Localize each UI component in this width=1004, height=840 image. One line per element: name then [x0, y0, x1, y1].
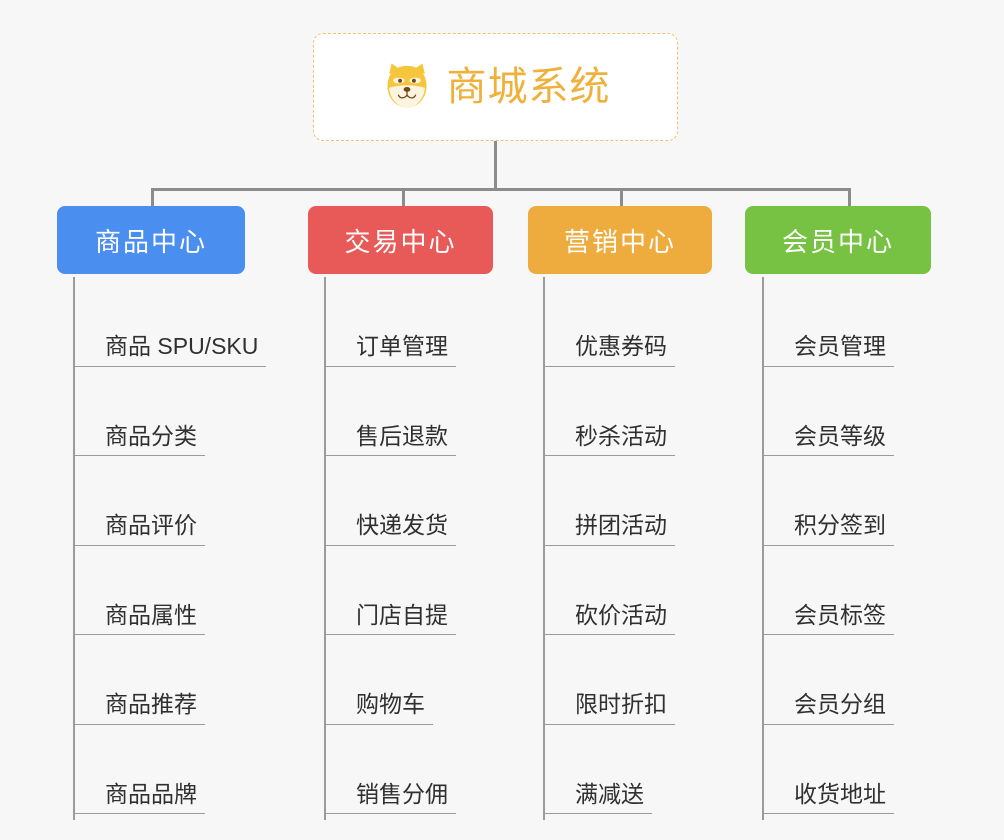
- branch-item-label: 商品属性: [75, 602, 205, 635]
- branch-item[interactable]: 秒杀活动: [545, 367, 675, 456]
- branch-item[interactable]: 门店自提: [326, 546, 456, 635]
- connector-root-stem: [494, 141, 497, 189]
- branch-item-label: 商品分类: [75, 423, 205, 456]
- connector-drop-3: [620, 188, 623, 206]
- branch-item[interactable]: 收货地址: [764, 725, 894, 814]
- branch-item-label: 会员管理: [764, 333, 894, 367]
- branch-header-label: 商品中心: [94, 226, 207, 257]
- branch-item[interactable]: 会员分组: [764, 635, 894, 725]
- branch-item[interactable]: 销售分佣: [326, 725, 456, 814]
- branch-item[interactable]: 商品推荐: [75, 635, 205, 725]
- column-spine: [324, 277, 326, 820]
- branch-item[interactable]: 购物车: [326, 635, 433, 725]
- branch-item[interactable]: 商品属性: [75, 546, 205, 635]
- branch-item[interactable]: 商品分类: [75, 367, 205, 456]
- branch-item-label: 优惠券码: [545, 333, 675, 367]
- branch-item-label: 会员标签: [764, 602, 894, 635]
- branch-item-label: 快递发货: [326, 512, 456, 546]
- branch-item-label: 拼团活动: [545, 512, 675, 546]
- branch-item-label: 会员分组: [764, 691, 894, 725]
- connector-drop-1: [151, 188, 154, 206]
- branch-item-label: 商品品牌: [75, 781, 205, 814]
- connector-horizontal-bus: [151, 188, 851, 191]
- branch-item-label: 商品 SPU/SKU: [75, 333, 267, 367]
- connector-drop-4: [848, 188, 851, 206]
- branch-item[interactable]: 商品 SPU/SKU: [75, 277, 267, 367]
- branch-item-label: 会员等级: [764, 423, 894, 456]
- branch-item-label: 售后退款: [326, 423, 456, 456]
- branch-item-label: 秒杀活动: [545, 423, 675, 456]
- branch-item-label: 限时折扣: [545, 691, 675, 725]
- branch-item[interactable]: 商品品牌: [75, 725, 205, 814]
- branch-item-label: 商品评价: [75, 512, 205, 546]
- column-spine: [762, 277, 764, 820]
- branch-header-3[interactable]: 会员中心: [745, 206, 931, 274]
- shiba-dog-icon: [387, 63, 426, 108]
- branch-item[interactable]: 会员等级: [764, 367, 894, 456]
- branch-header-label: 会员中心: [781, 226, 894, 257]
- branch-item-label: 购物车: [326, 691, 433, 725]
- branch-item[interactable]: 限时折扣: [545, 635, 675, 725]
- branch-item[interactable]: 商品评价: [75, 456, 205, 546]
- root-node[interactable]: 商城系统: [313, 33, 678, 141]
- branch-header-label: 营销中心: [563, 226, 676, 257]
- branch-item-label: 满减送: [545, 781, 652, 814]
- branch-header-0[interactable]: 商品中心: [57, 206, 245, 274]
- branch-item[interactable]: 砍价活动: [545, 546, 675, 635]
- branch-item-label: 门店自提: [326, 602, 456, 635]
- branch-item[interactable]: 拼团活动: [545, 456, 675, 546]
- root-title: 商城系统: [446, 65, 611, 109]
- branch-header-2[interactable]: 营销中心: [528, 206, 712, 274]
- branch-item-label: 收货地址: [764, 781, 894, 814]
- branch-item[interactable]: 优惠券码: [545, 277, 675, 367]
- branch-item[interactable]: 售后退款: [326, 367, 456, 456]
- column-spine: [543, 277, 545, 820]
- connector-drop-2: [402, 188, 405, 206]
- branch-item-label: 销售分佣: [326, 781, 456, 814]
- branch-item[interactable]: 订单管理: [326, 277, 456, 367]
- branch-header-1[interactable]: 交易中心: [308, 206, 493, 274]
- branch-item-label: 订单管理: [326, 333, 456, 367]
- branch-item[interactable]: 会员管理: [764, 277, 894, 367]
- branch-item[interactable]: 积分签到: [764, 456, 894, 546]
- branch-header-label: 交易中心: [344, 226, 457, 257]
- branch-item-label: 砍价活动: [545, 602, 675, 635]
- column-spine: [73, 277, 75, 820]
- branch-item[interactable]: 满减送: [545, 725, 652, 814]
- branch-item[interactable]: 快递发货: [326, 456, 456, 546]
- branch-item-label: 积分签到: [764, 512, 894, 546]
- branch-item-label: 商品推荐: [75, 691, 205, 725]
- branch-item[interactable]: 会员标签: [764, 546, 894, 635]
